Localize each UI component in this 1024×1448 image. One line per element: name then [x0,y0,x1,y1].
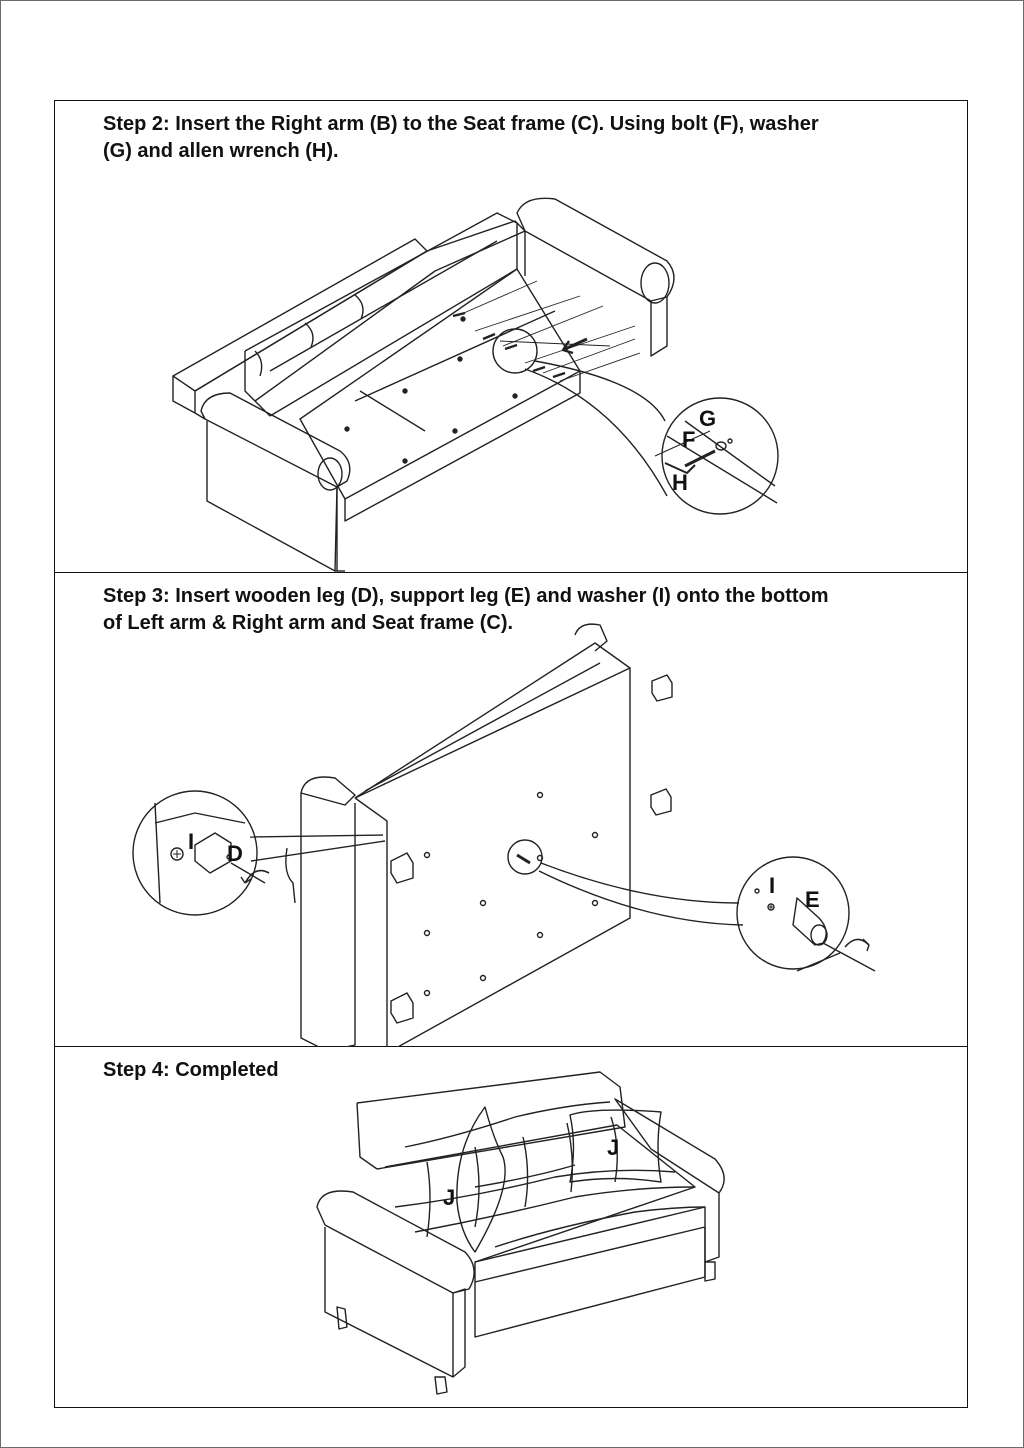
label-j-back: J [607,1135,619,1160]
step-4-panel: Step 4: Completed [55,1047,967,1407]
label-j-front: J [443,1185,455,1210]
label-f: F [682,427,695,452]
label-d: D [227,841,243,866]
step-3-instruction: Step 3: Insert wooden leg (D), support l… [103,585,829,634]
label-i-left: I [188,829,194,854]
label-i-right: I [769,873,775,898]
step-4-instruction: Step 4: Completed [103,1059,279,1081]
label-h: H [672,470,688,495]
step-2-panel: Step 2: Insert the Right arm (B) to the … [55,101,967,573]
step-3-panel: Step 3: Insert wooden leg (D), support l… [55,573,967,1047]
label-e: E [805,887,820,912]
step-4-illustration: J J [316,1071,725,1395]
step-2-instruction: Step 2: Insert the Right arm (B) to the … [103,113,819,162]
step-3-illustration: I D I E [132,623,876,1047]
step-2-illustration: G F H [172,197,779,572]
instruction-sheet: Step 2: Insert the Right arm (B) to the … [54,100,968,1408]
label-g: G [699,406,716,431]
